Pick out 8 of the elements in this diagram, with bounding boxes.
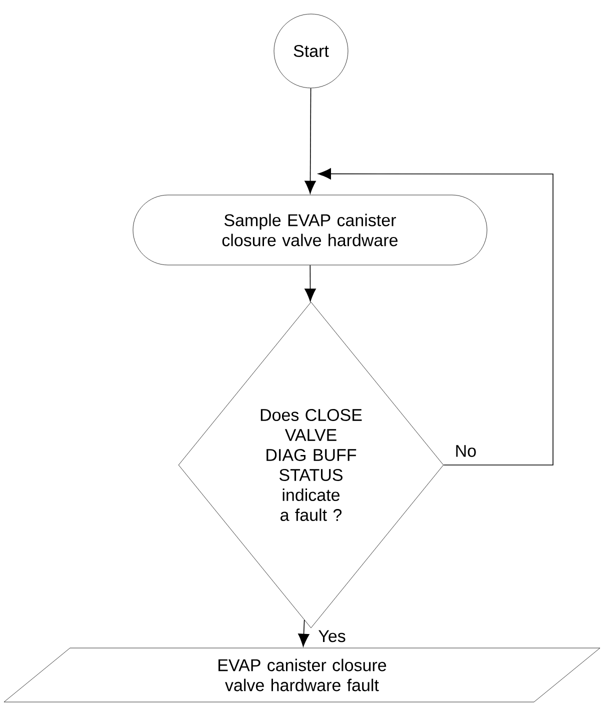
- output-parallelogram: EVAP canister closure valve hardware fault: [4, 648, 600, 702]
- arrow: [318, 168, 554, 466]
- arrow: [298, 620, 310, 647]
- edge-label: Yes: [317, 629, 347, 644]
- arrow: [304, 264, 316, 302]
- process-box: Sample EVAP canister closure valve hardware: [132, 194, 488, 266]
- edge-label: No: [454, 444, 478, 458]
- arrow: [304, 88, 316, 194]
